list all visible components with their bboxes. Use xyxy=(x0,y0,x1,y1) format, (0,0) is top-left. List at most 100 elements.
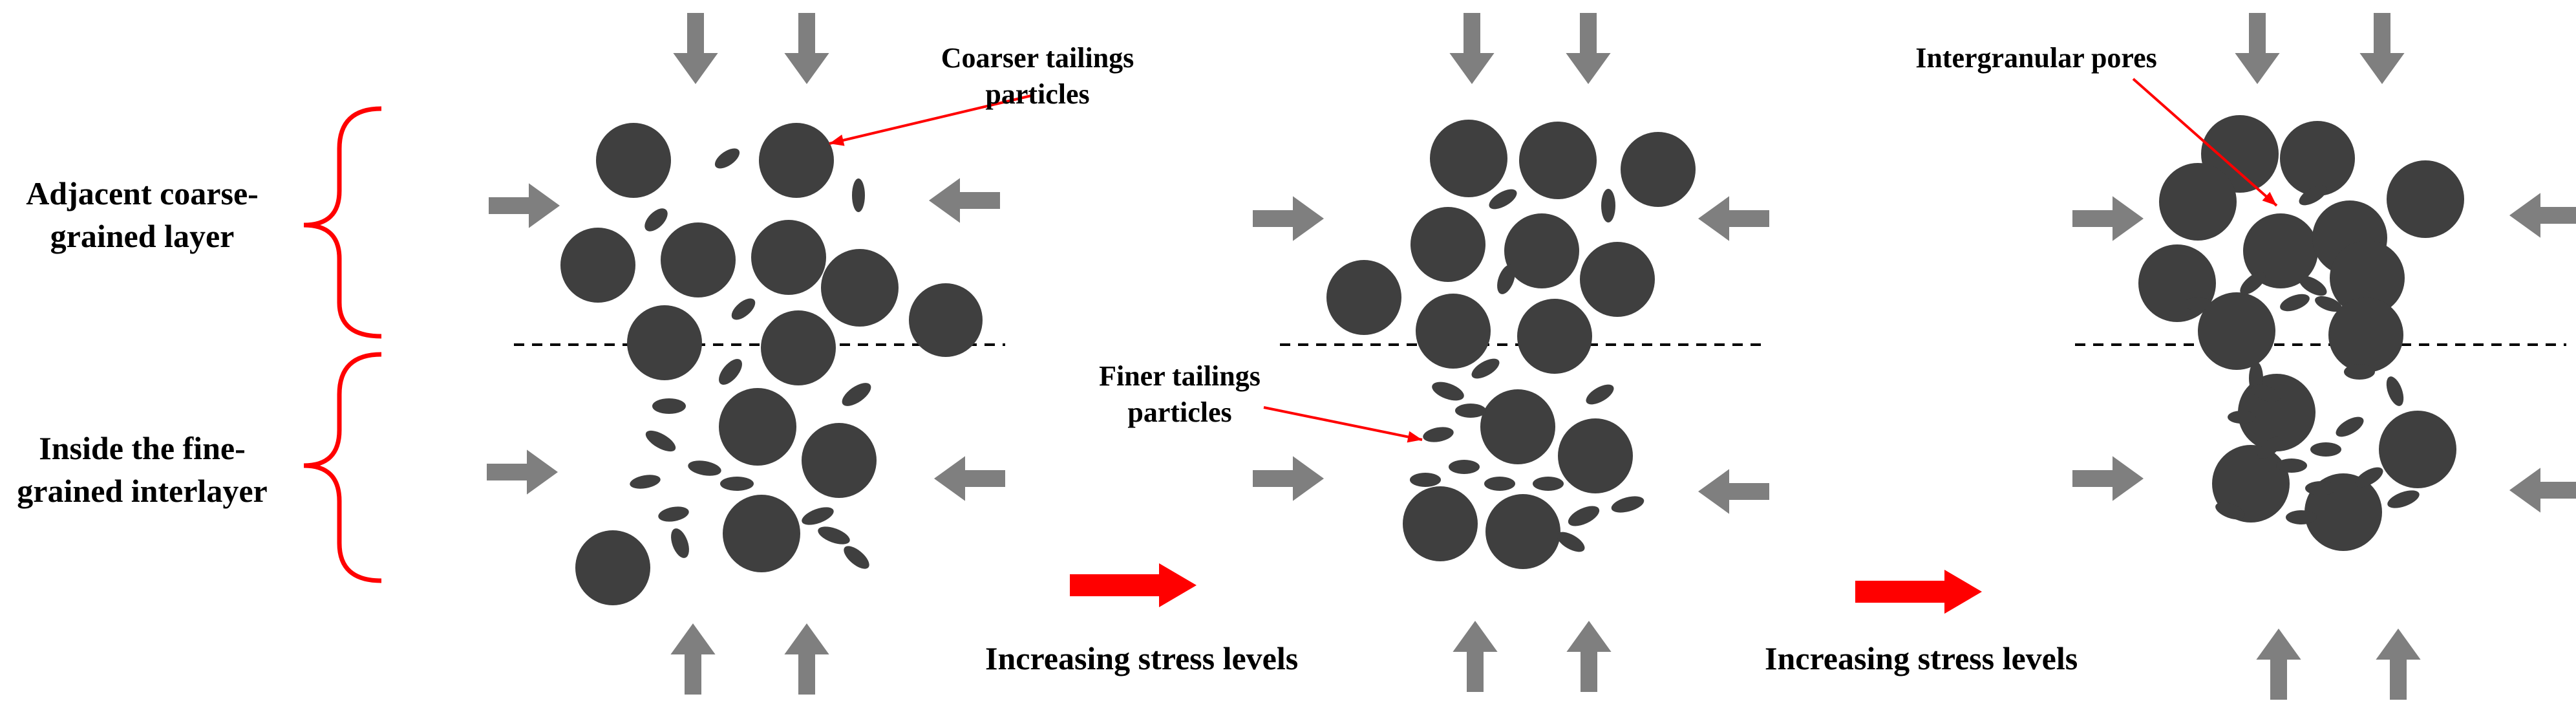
load-arrow-up-20 xyxy=(2376,629,2421,700)
fine-particle xyxy=(844,546,869,569)
coarse-particle xyxy=(802,423,877,498)
fine-particle xyxy=(2299,185,2327,206)
coarse-particle xyxy=(661,222,736,297)
progress-arrows xyxy=(1070,563,1982,614)
fine-particle xyxy=(2386,376,2404,406)
load-arrow-down-9 xyxy=(1449,13,1495,84)
leader-coarser-particles-line xyxy=(829,94,1032,145)
load-arrow-right-5 xyxy=(489,183,560,228)
leader-lines xyxy=(829,78,2278,443)
leader-intergranular-pores-head xyxy=(2262,191,2277,206)
label-coarser-particles: Coarser tailings particles xyxy=(918,40,1157,113)
bracket-fine-layer xyxy=(303,352,382,583)
coarse-particle xyxy=(1621,132,1696,207)
fine-particle xyxy=(1601,189,1615,222)
layer-brackets xyxy=(303,106,382,583)
fine-particle xyxy=(1557,532,1585,552)
coarse-particle xyxy=(1403,486,1478,561)
fine-particle xyxy=(2286,510,2317,524)
fine-particle xyxy=(731,298,756,320)
load-arrow-right-15 xyxy=(1253,456,1324,501)
fine-particle xyxy=(1489,189,1517,210)
coarse-particle xyxy=(1517,299,1592,374)
label-intergranular-pores: Intergranular pores xyxy=(1888,40,2185,76)
load-arrow-down-17 xyxy=(2235,13,2280,84)
fine-particle xyxy=(1432,382,1464,401)
coarse-particle xyxy=(575,530,650,605)
fine-particle xyxy=(644,208,668,232)
coarse-particle xyxy=(2379,411,2456,488)
fine-particle xyxy=(720,477,754,491)
load-arrow-left-22 xyxy=(2509,193,2576,238)
fine-particle xyxy=(2355,467,2383,488)
fine-particle xyxy=(671,528,689,558)
fine-particle xyxy=(2276,458,2307,473)
fine-particle xyxy=(2251,384,2281,402)
coarse-particle xyxy=(2280,121,2355,196)
leader-finer-particles-line xyxy=(1263,406,1423,441)
coarse-particle xyxy=(2387,160,2464,238)
coarse-particle xyxy=(1430,120,1507,197)
leader-finer-particles-head xyxy=(1407,431,1422,443)
increasing-stress-arrow-2 xyxy=(1855,570,1982,614)
coarse-particle xyxy=(1416,294,1491,369)
label-fine-layer-line2: grained interlayer xyxy=(17,473,268,509)
coarse-particle xyxy=(751,220,826,295)
fine-particle xyxy=(818,526,850,545)
stage-intermediate-packing xyxy=(1326,120,1696,569)
load-arrow-left-14 xyxy=(1698,196,1769,241)
coarse-particle xyxy=(2243,213,2318,288)
fine-particle xyxy=(2215,502,2245,520)
label-finer-particles-line2: particles xyxy=(1127,396,1232,428)
coarse-particle xyxy=(1504,213,1579,288)
load-arrow-left-16 xyxy=(1698,469,1769,514)
leader-intergranular-pores-line xyxy=(2132,78,2278,207)
fine-particle xyxy=(2228,411,2256,424)
fine-particle xyxy=(1497,264,1515,294)
coarse-particle xyxy=(2198,292,2275,370)
stage-initial-packing xyxy=(560,123,983,605)
fine-particle xyxy=(658,506,689,522)
fine-particle xyxy=(645,430,676,452)
label-fine-layer-line1: Inside the fine- xyxy=(39,430,246,466)
label-increasing-stress-1: Increasing stress levels xyxy=(985,640,1299,676)
load-arrow-down-1 xyxy=(673,13,718,84)
fine-particle xyxy=(714,148,740,169)
label-coarser-particles-line2: particles xyxy=(985,78,1090,110)
coarse-particle xyxy=(909,283,983,357)
fine-particle xyxy=(688,460,721,476)
fine-particle xyxy=(2344,364,2375,380)
fine-particle xyxy=(630,475,661,489)
coarse-particle xyxy=(596,123,671,198)
load-arrow-left-8 xyxy=(934,456,1005,501)
bracket-coarse-layer xyxy=(303,106,382,339)
label-increasing-stress-2: Increasing stress levels xyxy=(1765,640,2078,676)
fine-particle xyxy=(652,398,686,414)
coarse-particle xyxy=(1410,207,1485,282)
coarse-particle xyxy=(1480,389,1555,464)
label-fine-layer: Inside the fine- grained interlayer xyxy=(6,427,278,512)
coarse-particle xyxy=(1326,260,1401,335)
fine-particle xyxy=(1586,384,1614,405)
coarse-particle xyxy=(560,228,635,303)
fine-particle xyxy=(2336,416,2364,437)
fine-particle xyxy=(2280,294,2310,312)
coarse-particle xyxy=(821,249,899,327)
load-arrow-left-6 xyxy=(929,178,1000,223)
load-arrow-right-21 xyxy=(2072,196,2144,241)
fine-particle xyxy=(1449,460,1480,474)
stage-high-stress-packing xyxy=(2138,115,2464,551)
coarse-particle xyxy=(627,305,702,380)
leader-coarser-particles-head xyxy=(829,135,845,146)
fine-particle xyxy=(1423,427,1454,442)
fine-particle xyxy=(2257,436,2283,459)
fine-particle xyxy=(1455,404,1486,418)
label-coarse-layer-line2: grained layer xyxy=(50,218,235,254)
fine-particle xyxy=(2184,297,2212,310)
coarse-particle xyxy=(1485,494,1560,569)
coarse-particle xyxy=(759,123,834,198)
load-arrow-up-3 xyxy=(670,623,716,695)
load-arrows xyxy=(487,13,2576,700)
fine-particle xyxy=(2387,490,2420,508)
